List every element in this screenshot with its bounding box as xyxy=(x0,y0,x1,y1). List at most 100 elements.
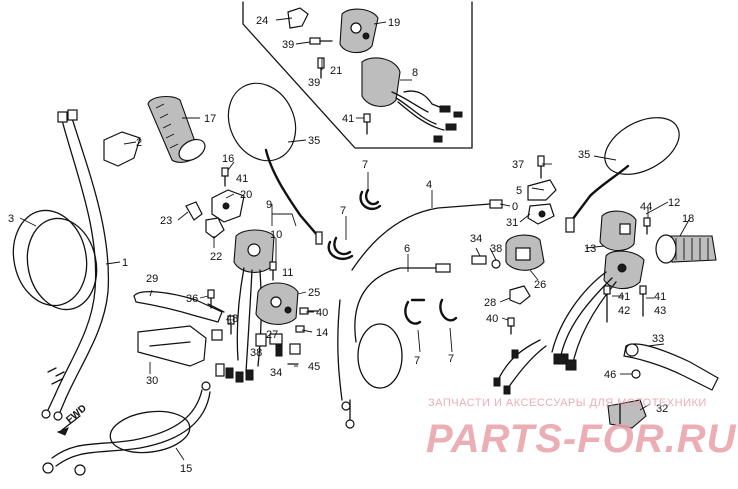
inset-frame xyxy=(242,1,473,149)
label-38-b: 38 xyxy=(490,243,502,255)
label-29: 29 xyxy=(146,273,158,285)
cable-clamps xyxy=(327,188,458,325)
label-22: 22 xyxy=(210,251,222,263)
label-23: 23 xyxy=(160,215,172,227)
label-33: 33 xyxy=(652,333,664,345)
label-40-a: 40 xyxy=(316,307,328,319)
label-7-d: 7 xyxy=(448,353,454,365)
right-handlebar-switch xyxy=(493,210,645,395)
label-41-c: 41 xyxy=(618,291,630,303)
watermark-caption: ЗАПЧАСТИ И АКСЕССУАРЫ ДЛЯ МОТОТЕХНИКИ xyxy=(428,397,707,409)
label-14: 14 xyxy=(316,327,328,339)
label-38-a: 38 xyxy=(250,347,262,359)
label-1: 1 xyxy=(122,257,128,269)
label-8: 8 xyxy=(412,67,418,79)
label-46: 46 xyxy=(604,369,616,381)
label-41-d: 41 xyxy=(654,291,666,303)
label-41-b: 41 xyxy=(236,173,248,185)
label-18: 18 xyxy=(682,213,694,225)
label-44: 44 xyxy=(640,201,652,213)
switch-housing-25 xyxy=(255,282,299,325)
switch-parts-27-38-34 xyxy=(255,333,301,365)
left-switch-housing-upper xyxy=(339,8,379,54)
label-39-b: 39 xyxy=(308,77,320,89)
label-15: 15 xyxy=(180,463,192,475)
leader-lines xyxy=(19,17,691,461)
label-42: 42 xyxy=(618,305,630,317)
label-31: 31 xyxy=(506,217,518,229)
switch-part-5 xyxy=(527,155,557,201)
label-35-a: 35 xyxy=(308,135,320,147)
label-27: 27 xyxy=(266,329,278,341)
label-41-a: 41 xyxy=(342,113,354,125)
label-20: 20 xyxy=(240,189,252,201)
screw-11 xyxy=(269,261,277,281)
label-0: 0 xyxy=(512,201,518,213)
label-37: 37 xyxy=(512,159,524,171)
label-24: 24 xyxy=(256,15,268,27)
switch-bracket-20 xyxy=(211,189,245,223)
right-grip xyxy=(655,234,717,264)
fwd-arrow: FWD xyxy=(56,403,89,436)
label-32: 32 xyxy=(656,403,668,415)
label-21: 21 xyxy=(330,65,342,77)
brake-lever xyxy=(623,343,719,391)
switch-part-22-23 xyxy=(185,201,225,239)
brake-switch-32 xyxy=(607,399,647,429)
label-13: 13 xyxy=(584,243,596,255)
label-36: 36 xyxy=(186,293,198,305)
switch-part-31 xyxy=(527,203,555,225)
watermark: ЗАПЧАСТИ И АКСЕССУАРЫ ДЛЯ МОТОТЕХНИКИ PA… xyxy=(426,397,737,461)
label-9: 9 xyxy=(266,199,272,211)
label-28: 28 xyxy=(484,297,496,309)
screw-41-inset xyxy=(363,113,371,135)
screws-40-14 xyxy=(295,307,319,333)
label-40-b: 40 xyxy=(486,313,498,325)
screw-44 xyxy=(643,217,651,235)
switch-knob xyxy=(287,7,309,29)
label-7-a: 7 xyxy=(362,159,368,171)
left-mirror xyxy=(227,82,323,245)
throttle-grip xyxy=(147,95,206,163)
label-35-b: 35 xyxy=(578,149,590,161)
label-17: 17 xyxy=(204,113,216,125)
screws-41-42-43 xyxy=(603,285,647,323)
screw-41-left xyxy=(221,167,229,187)
screw-39 xyxy=(309,37,333,79)
right-mirror xyxy=(565,117,680,233)
label-19: 19 xyxy=(388,17,400,29)
label-12: 12 xyxy=(668,197,680,209)
cable-cap xyxy=(103,131,141,167)
throttle-cable xyxy=(41,109,110,421)
label-5: 5 xyxy=(516,185,522,197)
label-7-b: 7 xyxy=(340,205,346,217)
watermark-brand: PARTS-FOR.RU xyxy=(426,417,737,461)
label-26: 26 xyxy=(534,279,546,291)
label-30: 30 xyxy=(146,375,158,387)
cable-6 xyxy=(345,263,451,429)
bolt-48 xyxy=(227,315,235,335)
label-11: 11 xyxy=(282,267,293,279)
choke-cable-4 xyxy=(337,199,503,411)
brake-master-cylinder xyxy=(505,234,545,271)
left-switch-housing-lower xyxy=(361,57,463,143)
label-25: 25 xyxy=(308,287,320,299)
label-3: 3 xyxy=(8,213,14,225)
label-34-b: 34 xyxy=(470,233,482,245)
label-7-c: 7 xyxy=(414,355,420,367)
label-39-a: 39 xyxy=(282,39,294,51)
label-34-a: 34 xyxy=(270,367,282,379)
label-4: 4 xyxy=(426,179,432,191)
clutch-cable xyxy=(42,381,211,476)
fwd-label: FWD xyxy=(64,403,89,426)
part-number-labels: 24 19 39 21 39 8 41 17 2 35 3 1 16 41 20… xyxy=(8,15,694,475)
label-6: 6 xyxy=(404,243,410,255)
clutch-lever-holder xyxy=(137,325,223,367)
label-45: 45 xyxy=(308,361,320,373)
label-43: 43 xyxy=(654,305,666,317)
label-16: 16 xyxy=(222,153,234,165)
screw-36 xyxy=(207,289,215,309)
label-2: 2 xyxy=(136,137,142,149)
label-10: 10 xyxy=(270,229,282,241)
